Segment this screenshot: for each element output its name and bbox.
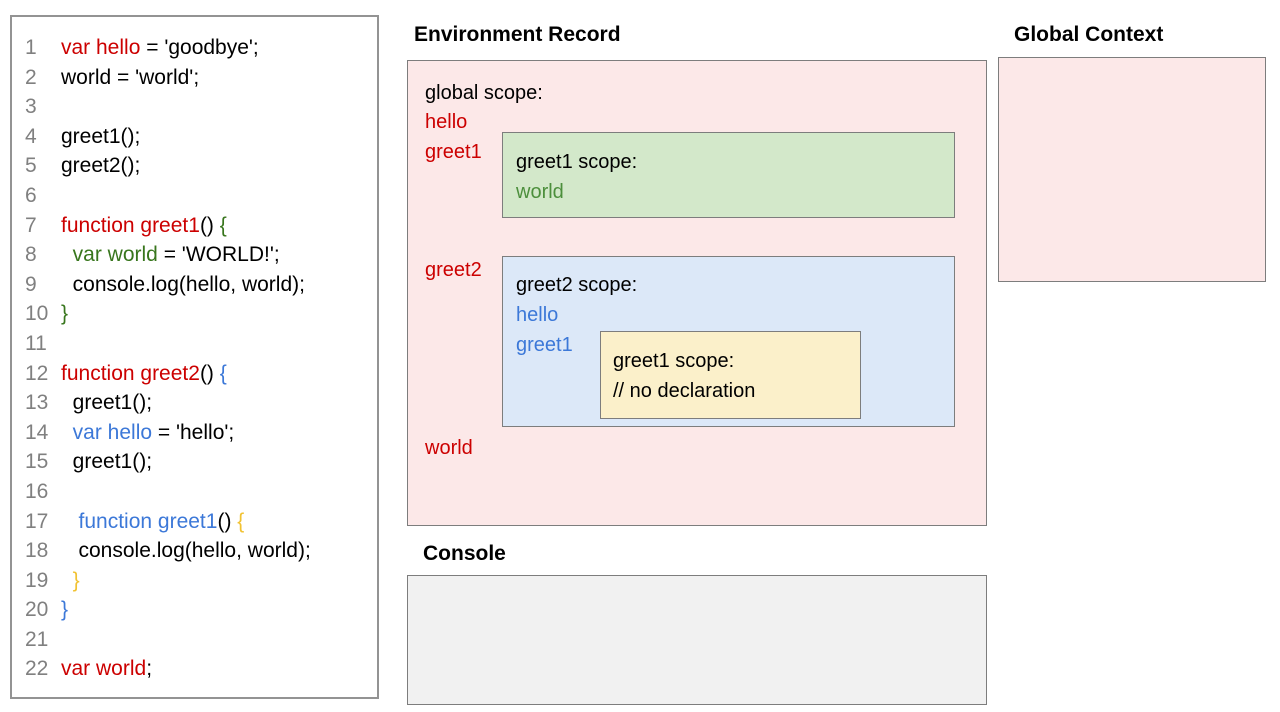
code-line: 17 function greet1() { — [12, 507, 377, 537]
greet1-binding-world: world — [516, 181, 564, 203]
line-number: 7 — [25, 213, 37, 237]
code-lines: 1 var hello = 'goodbye'; 2 world = 'world';… — [12, 17, 377, 684]
line-number: 5 — [25, 154, 37, 178]
code-line: 20} — [12, 595, 377, 625]
code-line-text: var hello = 'goodbye'; — [61, 36, 259, 59]
line-number: 18 — [25, 539, 49, 563]
global-context-title: Global Context — [1014, 23, 1164, 46]
code-line: 1 var hello = 'goodbye'; — [12, 33, 377, 63]
code-editor-panel: 1 var hello = 'goodbye'; 2 world = 'world';… — [10, 15, 379, 699]
code-line-text: greet1(); — [61, 391, 153, 415]
greet2-scope-box: greet2 scope: hello greet1 greet1 scope:… — [502, 256, 955, 427]
code-line: 6 — [12, 181, 377, 211]
code-line: 14 var hello = 'hello'; — [12, 418, 377, 448]
line-number: 1 — [25, 36, 37, 59]
global-context-box — [998, 57, 1266, 282]
line-number: 19 — [25, 568, 49, 592]
code-line-text: } — [61, 598, 69, 622]
nested-greet1-scope-box: greet1 scope: // no declaration — [600, 331, 861, 419]
code-line: 21 — [12, 625, 377, 655]
code-line: 16 — [12, 477, 377, 507]
greet2-binding-hello: hello — [516, 304, 559, 326]
code-line-text: console.log(hello, world); — [61, 539, 311, 563]
code-line: 15 greet1(); — [12, 447, 377, 477]
code-line-text: greet1(); — [61, 450, 153, 474]
greet2-binding-greet1: greet1 — [516, 334, 573, 356]
line-number: 14 — [25, 420, 49, 444]
code-line-text: world = 'world'; — [61, 65, 200, 89]
greet2-scope-label: greet2 scope: — [516, 274, 638, 296]
line-number: 17 — [25, 509, 49, 533]
line-number: 3 — [25, 95, 37, 119]
line-number: 20 — [25, 598, 49, 622]
code-line: 18 console.log(hello, world); — [12, 536, 377, 566]
code-line: 9 console.log(hello, world); — [12, 270, 377, 300]
line-number: 22 — [25, 657, 49, 681]
code-line-text: greet2(); — [61, 154, 141, 178]
line-number: 6 — [25, 183, 37, 207]
code-line: 8 var world = 'WORLD!'; — [12, 240, 377, 270]
code-line-text: var world = 'WORLD!'; — [72, 243, 280, 267]
nested-greet1-comment: // no declaration — [613, 380, 756, 402]
environment-record-title: Environment Record — [414, 23, 621, 46]
code-line-text: function greet1() { — [78, 509, 245, 533]
code-line-text: console.log(hello, world); — [61, 272, 305, 296]
global-binding-greet2: greet2 — [425, 259, 482, 281]
greet1-scope-box: greet1 scope: world — [502, 132, 955, 218]
code-line-text: function greet2() { — [61, 361, 227, 385]
code-line: 3 — [12, 92, 377, 122]
code-line: 10} — [12, 299, 377, 329]
line-number: 15 — [25, 450, 49, 474]
line-number: 21 — [25, 627, 49, 651]
global-binding-world: world — [425, 437, 473, 459]
line-number: 2 — [25, 65, 37, 89]
global-scope-label: global scope: — [425, 82, 543, 104]
line-number: 10 — [25, 302, 49, 326]
line-number: 16 — [25, 479, 49, 503]
code-line-text: } — [72, 568, 80, 592]
code-line-text: } — [61, 302, 69, 326]
global-binding-hello: hello — [425, 111, 468, 133]
code-line: 11 — [12, 329, 377, 359]
line-number: 9 — [25, 272, 37, 296]
code-line: 2 world = 'world'; — [12, 63, 377, 93]
code-line: 7 function greet1() { — [12, 211, 377, 241]
code-line: 19 } — [12, 566, 377, 596]
line-number: 12 — [25, 361, 49, 385]
code-line-text: greet1(); — [61, 124, 141, 148]
code-line: 12 function greet2() { — [12, 359, 377, 389]
code-line: 5 greet2(); — [12, 151, 377, 181]
code-line: 4 greet1(); — [12, 122, 377, 152]
code-line-text: function greet1() { — [61, 213, 227, 237]
line-number: 4 — [25, 124, 37, 148]
code-line-text: var world; — [61, 657, 153, 681]
greet1-scope-label: greet1 scope: — [516, 151, 638, 173]
global-scope-box: global scope: hello greet1 greet2 world … — [407, 60, 987, 526]
nested-greet1-scope-label: greet1 scope: — [613, 350, 735, 372]
global-binding-greet1: greet1 — [425, 141, 482, 163]
line-number: 8 — [25, 243, 37, 267]
line-number: 11 — [25, 331, 47, 355]
code-line: 22 var world; — [12, 654, 377, 684]
console-output-box — [407, 575, 987, 705]
console-title: Console — [423, 542, 506, 565]
code-line-text: var hello = 'hello'; — [72, 420, 235, 444]
code-line: 13 greet1(); — [12, 388, 377, 418]
line-number: 13 — [25, 391, 49, 415]
